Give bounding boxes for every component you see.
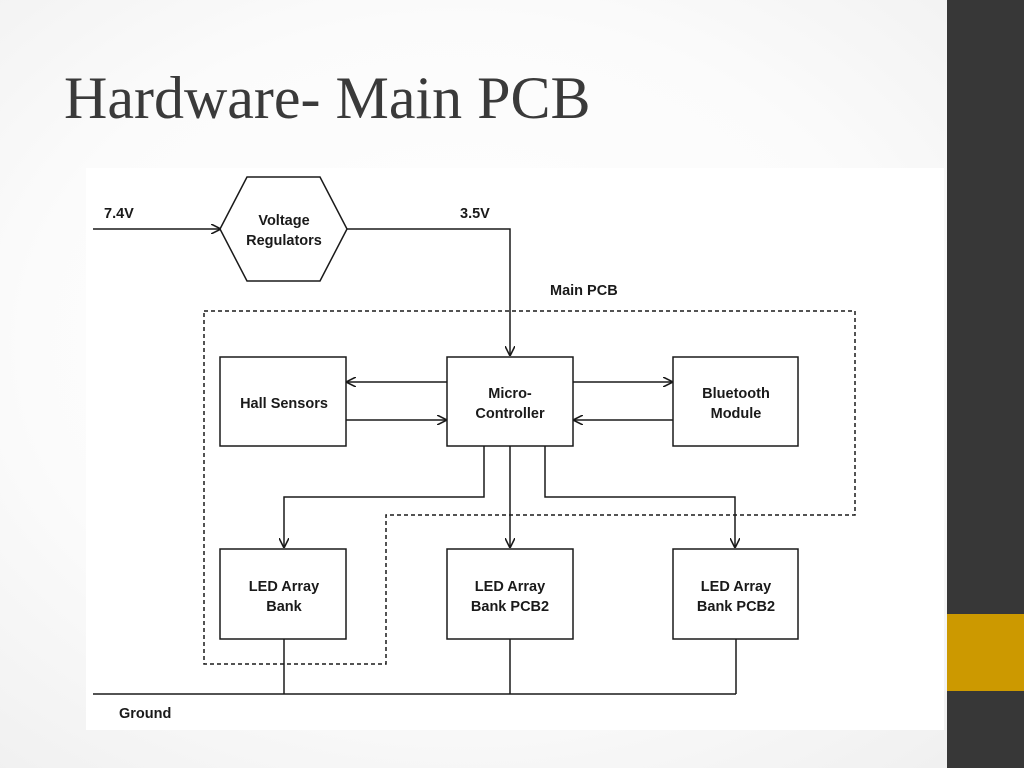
led-bank-label-line2: Bank bbox=[266, 599, 302, 615]
slide-title: Hardware- Main PCB bbox=[64, 65, 591, 131]
diagram-background bbox=[86, 168, 944, 730]
mcu-to-led-pcb2-b-arrow bbox=[544, 446, 735, 547]
hall-sensors-label: Hall Sensors bbox=[240, 396, 328, 412]
led-bank-label-line1: LED Array bbox=[249, 579, 319, 595]
ground-label: Ground bbox=[119, 706, 171, 722]
input-voltage-label: 7.4V bbox=[104, 206, 134, 222]
regulator-to-mcu-arrow bbox=[347, 228, 510, 355]
bluetooth-module-node bbox=[672, 356, 799, 447]
led-array-bank-node bbox=[219, 548, 347, 640]
bluetooth-label-line1: Bluetooth bbox=[702, 386, 770, 402]
voltage-regulators-label-line2: Regulators bbox=[246, 233, 322, 249]
led-pcb2-a-label-line2: Bank PCB2 bbox=[471, 599, 549, 615]
voltage-regulators-node bbox=[219, 176, 348, 282]
bluetooth-label-line2: Module bbox=[711, 406, 762, 422]
led-pcb2-a-label-line1: LED Array bbox=[475, 579, 545, 595]
microcontroller-label-line1: Micro- bbox=[488, 386, 532, 402]
main-pcb-label: Main PCB bbox=[550, 283, 618, 299]
led-pcb2-b-label-line1: LED Array bbox=[701, 579, 771, 595]
mcu-to-led-bank-arrow bbox=[284, 446, 485, 547]
sidebar-accent-block bbox=[947, 614, 1024, 691]
main-pcb-boundary bbox=[203, 310, 856, 665]
hall-sensors-node bbox=[219, 356, 347, 447]
voltage-regulators-label-line1: Voltage bbox=[258, 213, 309, 229]
microcontroller-label-line2: Controller bbox=[475, 406, 545, 422]
led-pcb2-b-label-line2: Bank PCB2 bbox=[697, 599, 775, 615]
regulated-voltage-label: 3.5V bbox=[460, 206, 490, 222]
